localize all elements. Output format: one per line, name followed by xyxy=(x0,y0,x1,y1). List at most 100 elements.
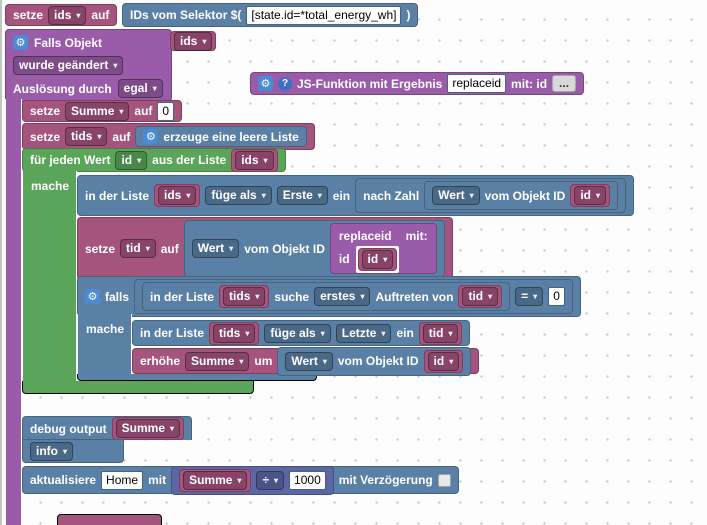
if-label: falls xyxy=(105,289,130,304)
list-insert-last-block[interactable]: in der Liste tids füge als Letzte ein ti… xyxy=(132,320,471,346)
gear-icon[interactable]: ⚙ xyxy=(143,129,159,144)
ids-variable-block[interactable]: ids xyxy=(231,148,278,172)
id-variable-block[interactable]: id xyxy=(423,349,464,373)
object-id-field[interactable]: Home xyxy=(101,470,144,490)
list-find-block[interactable]: in der Liste tids suche erstes Auftreten… xyxy=(142,282,511,311)
debug-level-row[interactable]: info xyxy=(22,439,124,463)
if-block-foot[interactable] xyxy=(77,374,317,381)
summe-variable-dropdown[interactable]: Summe xyxy=(115,419,181,438)
increase-label: erhöhe xyxy=(140,354,181,368)
id-variable-dropdown[interactable]: id xyxy=(115,150,148,170)
debug-block[interactable]: debug output Summe xyxy=(22,416,193,440)
function-name-field[interactable]: replaceid xyxy=(447,74,507,93)
set-tids-block[interactable]: setze tids auf ⚙ erzeuge eine leere List… xyxy=(22,123,315,150)
foreach-block-foot[interactable] xyxy=(22,381,254,394)
get-value-block[interactable]: Wert vom Objekt ID id xyxy=(277,346,472,376)
gear-icon[interactable]: ⚙ xyxy=(258,76,273,91)
of-object-id-label: vom Objekt ID xyxy=(337,354,419,368)
value-type-dropdown[interactable]: Wert xyxy=(191,239,240,258)
id-variable-block[interactable]: id xyxy=(357,247,398,271)
if-block[interactable]: ⚙ falls in der Liste tids suche erstes A… xyxy=(77,276,581,317)
value-type-dropdown[interactable]: Wert xyxy=(285,351,333,371)
empty-list-block[interactable]: ⚙ erzeuge eine leere Liste xyxy=(135,126,307,147)
function-call-block[interactable]: replaceid mit: id id xyxy=(329,223,437,274)
update-state-block[interactable]: aktualisiere Home mit Summe ÷ 1000 mit V… xyxy=(22,465,459,495)
help-icon[interactable]: ? xyxy=(278,76,292,91)
to-label: auf xyxy=(91,8,110,22)
edit-function-button[interactable]: ... xyxy=(552,75,577,92)
tid-variable-dropdown[interactable]: tid xyxy=(462,287,499,306)
number-field[interactable]: 0 xyxy=(548,287,565,306)
math-divide-block[interactable]: Summe ÷ 1000 xyxy=(171,465,334,495)
summe-variable-dropdown[interactable]: Summe xyxy=(185,351,250,371)
id-variable-dropdown[interactable]: id xyxy=(427,351,460,371)
summe-variable-block[interactable]: Summe xyxy=(111,417,185,440)
in-list-label: in der Liste xyxy=(85,188,150,203)
js-function-label: JS-Funktion mit Ergebnis xyxy=(297,76,443,91)
gear-icon[interactable]: ⚙ xyxy=(13,35,28,50)
set-ids-block[interactable]: setze ids auf xyxy=(5,4,118,26)
in-list-label: in der Liste xyxy=(150,289,215,304)
ids-variable-dropdown[interactable]: ids xyxy=(174,31,213,51)
insert-mode-dropdown[interactable]: füge als xyxy=(205,186,272,205)
tid-variable-dropdown[interactable]: tid xyxy=(422,323,459,343)
ids-variable-dropdown[interactable]: ids xyxy=(48,5,87,25)
ids-variable-block[interactable]: ids xyxy=(154,184,201,207)
argument-slot[interactable]: id xyxy=(355,245,400,273)
tids-variable-block[interactable]: tids xyxy=(219,285,270,308)
math-operator-dropdown[interactable]: ÷ xyxy=(256,470,285,490)
number-field[interactable]: 1000 xyxy=(289,470,326,490)
trigger-event-dropdown[interactable]: wurde geändert xyxy=(13,56,124,75)
trigger-block[interactable]: ⚙ Falls Objekt wurde geändert Auslösung … xyxy=(5,29,172,102)
partial-bottom-block[interactable] xyxy=(57,514,162,525)
tid-variable-dropdown[interactable]: tid xyxy=(120,239,156,258)
in-list-label: in der Liste xyxy=(140,326,205,340)
get-value-block[interactable]: Wert vom Objekt ID id xyxy=(424,181,618,210)
ids-variable-dropdown[interactable]: ids xyxy=(158,186,197,205)
trigger-ack-dropdown[interactable]: egal xyxy=(117,79,163,98)
insert-mode-dropdown[interactable]: füge als xyxy=(264,323,331,343)
tids-variable-block[interactable]: tids xyxy=(209,321,260,345)
number-field[interactable]: 0 xyxy=(157,101,175,121)
ids-variable-dropdown[interactable]: ids xyxy=(235,150,274,170)
change-summe-block[interactable]: erhöhe Summe um Wert vom Objekt ID id xyxy=(132,346,480,376)
selector-block[interactable]: IDs vom Selektor $( [state.id=*total_ene… xyxy=(122,3,419,27)
in-label: ein xyxy=(396,326,414,340)
position-dropdown[interactable]: Erste xyxy=(276,186,328,205)
to-number-block[interactable]: nach Zahl Wert vom Objekt ID id xyxy=(355,178,626,213)
occurrence-dropdown[interactable]: erstes xyxy=(314,287,371,306)
get-value-block[interactable]: Wert vom Objekt ID replaceid mit: id id xyxy=(183,220,445,277)
tids-variable-dropdown[interactable]: tids xyxy=(65,127,108,146)
set-label: setze xyxy=(85,241,116,256)
delay-checkbox[interactable] xyxy=(437,473,451,487)
foreach-block[interactable]: für jeden Wert id aus der Liste ids xyxy=(22,148,286,172)
id-variable-dropdown[interactable]: id xyxy=(574,186,606,205)
selector-value-field[interactable]: [state.id=*total_energy_wh] xyxy=(246,5,402,25)
to-label: auf xyxy=(160,241,179,256)
id-variable-dropdown[interactable]: id xyxy=(361,249,394,269)
tids-variable-dropdown[interactable]: tids xyxy=(223,287,266,306)
js-function-block[interactable]: ⚙ ? JS-Funktion mit Ergebnis replaceid m… xyxy=(250,72,585,95)
tid-variable-block[interactable]: tid xyxy=(458,285,503,308)
tid-variable-block[interactable]: tid xyxy=(418,321,463,345)
foreach-statement-spine[interactable]: mache xyxy=(22,171,77,381)
id-variable-block[interactable]: id xyxy=(570,184,610,207)
trigger-ids-variable-block[interactable]: ids xyxy=(170,31,217,51)
trigger-statement-spine[interactable] xyxy=(5,99,22,525)
summe-variable-block[interactable]: Summe xyxy=(179,468,252,492)
position-dropdown[interactable]: Letzte xyxy=(335,323,392,343)
list-insert-first-block[interactable]: in der Liste ids füge als Erste ein nach… xyxy=(77,175,634,216)
summe-variable-dropdown[interactable]: Summe xyxy=(183,470,248,490)
compare-block[interactable]: in der Liste tids suche erstes Auftreten… xyxy=(134,279,573,314)
set-summe-block[interactable]: setze Summe auf 0 xyxy=(22,100,183,122)
set-label: setze xyxy=(30,104,61,118)
log-level-dropdown[interactable]: info xyxy=(30,441,74,461)
set-tid-block[interactable]: setze tid auf Wert vom Objekt ID replace… xyxy=(77,217,453,280)
gear-icon[interactable]: ⚙ xyxy=(85,289,100,304)
if-statement-spine[interactable]: mache xyxy=(77,314,132,374)
summe-variable-dropdown[interactable]: Summe xyxy=(65,101,130,121)
value-type-dropdown[interactable]: Wert xyxy=(432,186,480,205)
compare-operator-dropdown[interactable]: = xyxy=(515,287,544,306)
tids-variable-dropdown[interactable]: tids xyxy=(213,323,256,343)
